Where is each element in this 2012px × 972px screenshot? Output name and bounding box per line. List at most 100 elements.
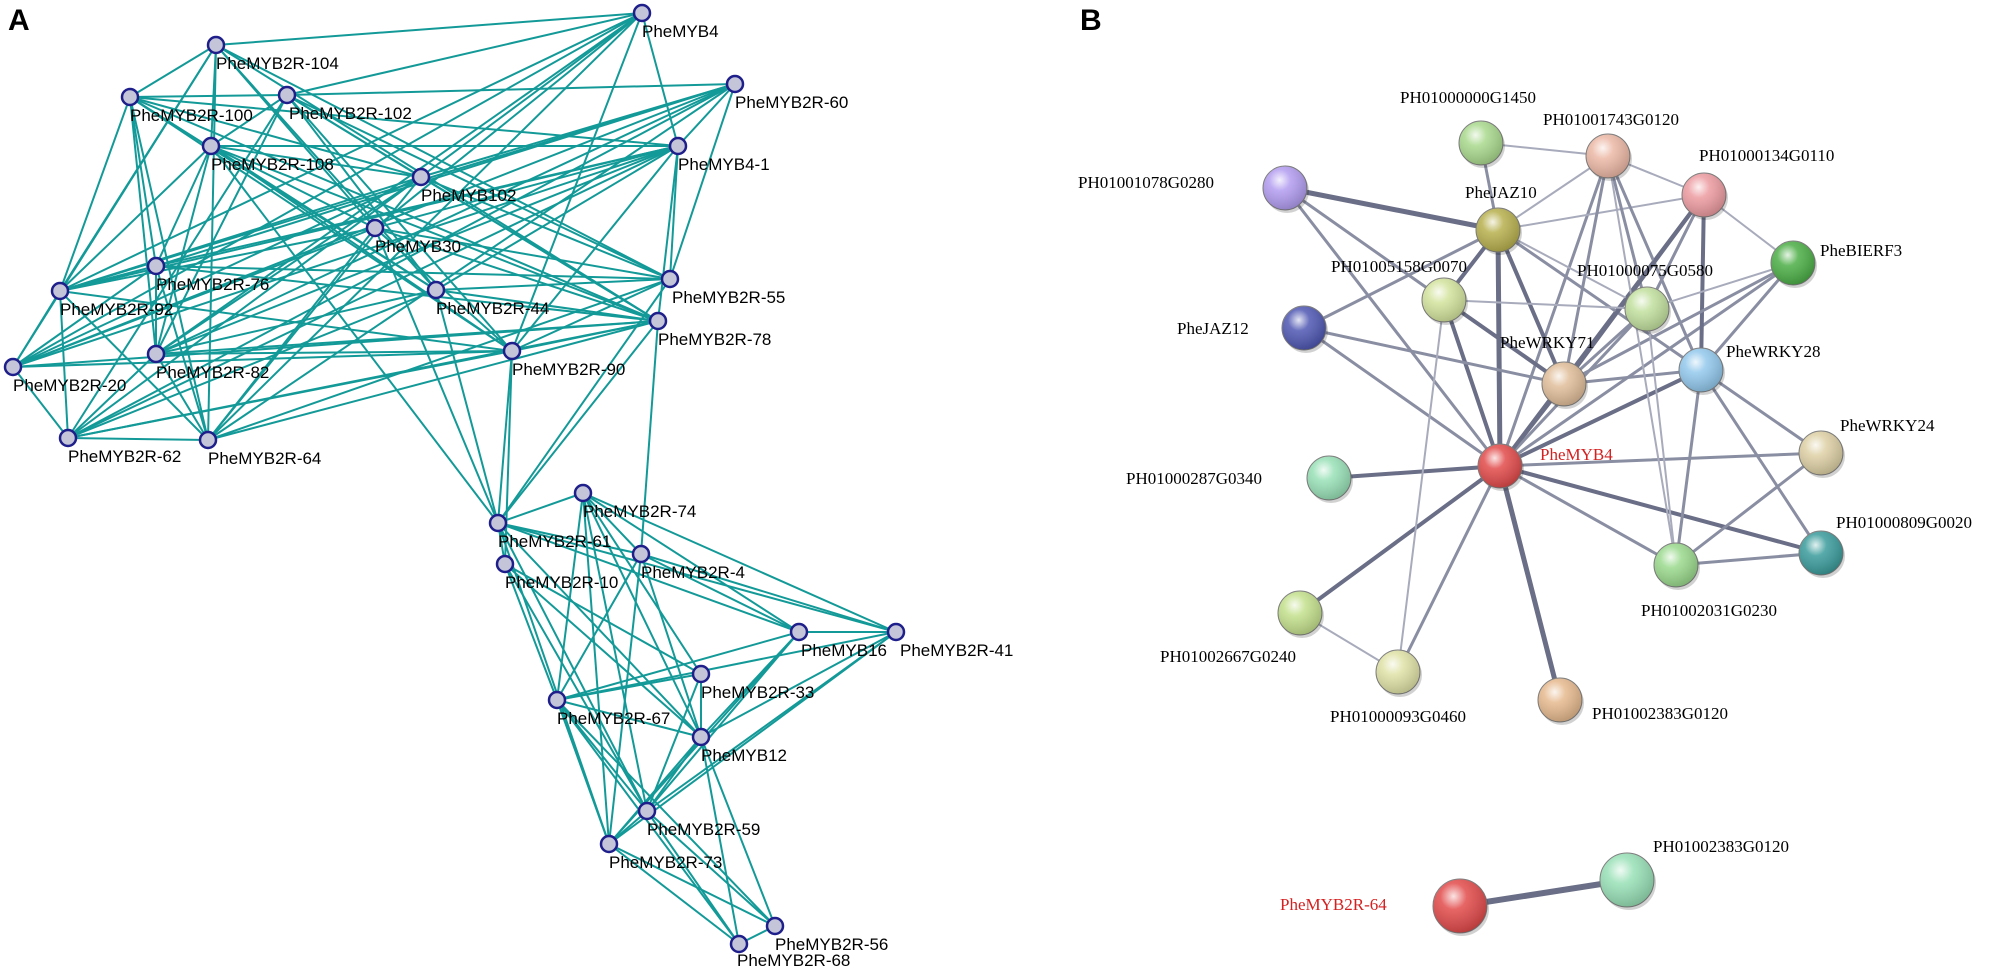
edge-line [129, 94, 288, 98]
protein-node: PheJAZ10 [1465, 183, 1537, 255]
edge-line [646, 810, 740, 945]
node-label: PheMYB2R-56 [775, 935, 888, 954]
edge-line [155, 353, 209, 441]
edge-line [67, 437, 209, 441]
node-label: PheWRKY71 [1500, 333, 1594, 352]
node-highlight [1278, 591, 1322, 635]
node-circle [789, 622, 809, 642]
edge-line [215, 12, 643, 46]
network-node: PheMYB102 [411, 167, 516, 205]
node-label: PheMYB2R-59 [647, 820, 760, 839]
edge-line [608, 553, 642, 845]
node-circle [573, 483, 593, 503]
association-edge [1283, 186, 1446, 302]
network-node: PheMYB2R-73 [599, 834, 722, 872]
network-node: PheMYB2R-62 [58, 428, 181, 466]
edge-line [374, 227, 671, 280]
node-label: PheMYB102 [421, 186, 516, 205]
node-label: PheWRKY28 [1726, 342, 1820, 361]
network-node: PheMYB2R-44 [426, 280, 549, 318]
node-label: PheMYB4 [1540, 445, 1613, 464]
edge-line [374, 12, 643, 229]
node-label: PheMYB2R-55 [672, 288, 785, 307]
edge-line [155, 289, 437, 355]
edge-line [582, 492, 702, 738]
panel-a-letter: A [8, 4, 30, 37]
node-label: PH01000809G0020 [1836, 513, 1972, 532]
edge-line [210, 145, 437, 291]
node-label: PheMYB2R-108 [211, 155, 334, 174]
edge-line [12, 366, 69, 439]
association-edge [1498, 368, 1703, 468]
association-edge [1674, 368, 1703, 567]
edge-line [12, 350, 513, 368]
node-label: PheMYB16 [801, 641, 887, 660]
edge-line [67, 350, 513, 439]
edge-line [129, 96, 157, 267]
edge-line [155, 145, 679, 355]
network-node: PheMYB2R-76 [146, 256, 269, 294]
association-edge [1607, 155, 1677, 566]
node-highlight [1654, 543, 1698, 587]
network-node: PheMYB2R-60 [725, 74, 848, 112]
edge-line [59, 227, 376, 292]
node-label: PheMYB2R-92 [60, 300, 173, 319]
edge-line [582, 492, 800, 633]
node-highlight [1376, 650, 1420, 694]
association-edge [1397, 299, 1445, 673]
edge-line [374, 145, 679, 229]
node-label: PheMYB2R-73 [609, 853, 722, 872]
panel-b-letter: B [1080, 4, 1102, 37]
protein-node: PheMYB4 [1477, 443, 1613, 491]
node-label: PheMYB2R-41 [900, 641, 1013, 660]
node-label: PH01000093G0460 [1330, 707, 1466, 726]
association-edge [1646, 262, 1794, 310]
node-label: PheMYB12 [701, 746, 787, 765]
edge-line [67, 289, 437, 439]
edge-line [504, 563, 702, 675]
edge-line [582, 492, 648, 812]
network-node: PheMYB2R-55 [660, 269, 785, 307]
protein-node: PH01001743G0120 [1543, 110, 1679, 181]
network-node: PheMYB4-1 [668, 136, 770, 174]
network-node: PheMYB2R-102 [277, 85, 412, 123]
edge-line [207, 12, 643, 441]
edge-line [59, 12, 643, 292]
edge-line [155, 145, 212, 355]
edge-line [207, 320, 659, 441]
node-label: PheMYB2R-74 [583, 502, 696, 521]
node-circle [631, 544, 651, 564]
panel-b-network: B PH01000000G1450PH01001743G0120PH010010… [1078, 4, 1972, 936]
protein-node: PH01002383G0120 [1537, 677, 1728, 725]
node-label: PheJAZ12 [1177, 319, 1249, 338]
association-edge [1498, 154, 1610, 468]
protein-node: PheJAZ12 [1177, 305, 1328, 353]
node-circle [668, 136, 688, 156]
network-node: PheMYB2R-59 [637, 801, 760, 839]
protein-node: PH01002383G0120 [1599, 837, 1789, 910]
association-edge [1699, 261, 1795, 372]
association-edge [1496, 228, 1703, 372]
node-circle [691, 727, 711, 747]
node-label: PheMYB2R-33 [701, 683, 814, 702]
network-node: PheMYB2R-100 [120, 87, 253, 125]
node-label: PheMYB2R-90 [512, 360, 625, 379]
edge-line [556, 631, 800, 701]
network-node: PheMYB2R-104 [206, 35, 339, 73]
edge-line [504, 350, 513, 565]
edge-line [640, 553, 702, 738]
edge-line [59, 96, 131, 292]
protein-node: PH01000287G0340 [1126, 455, 1353, 503]
edge-line [374, 227, 499, 524]
node-label: PH01002383G0120 [1592, 704, 1728, 723]
association-edge [1497, 463, 1563, 703]
node-label: PheMYB2R-62 [68, 447, 181, 466]
node-label: PheMYB2R-64 [1280, 895, 1387, 914]
network-node: PheMYB2R-20 [3, 357, 126, 395]
edge-line [640, 553, 800, 633]
node-label: PH01001743G0120 [1543, 110, 1679, 129]
node-highlight [1542, 362, 1586, 406]
network-node: PheMYB12 [691, 727, 787, 765]
edge-line [608, 843, 776, 927]
